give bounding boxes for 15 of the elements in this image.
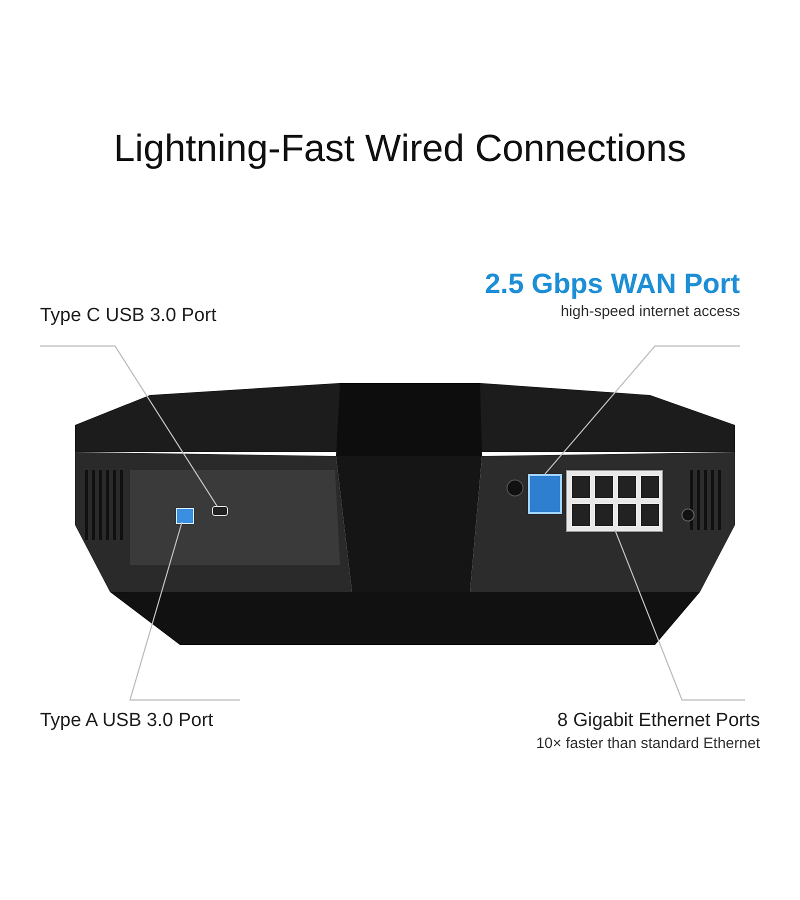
leader-line xyxy=(614,530,745,701)
usb-port xyxy=(176,508,194,524)
ethernet-port-panel xyxy=(566,470,663,532)
leader-line xyxy=(129,522,240,701)
callout-title: Type A USB 3.0 Port xyxy=(40,710,214,732)
title: Lightning-Fast Wired Connections xyxy=(112,128,688,171)
leader-line xyxy=(40,345,218,506)
callout-description: high-speed internet access xyxy=(560,303,740,320)
callout-title: 8 Gigabit Ethernet Ports xyxy=(556,710,760,732)
ethernet-port xyxy=(528,474,562,514)
leader-line xyxy=(544,345,740,474)
callout-title: 2.5 Gbps WAN Port xyxy=(484,268,740,300)
callout-title: Type C USB 3.0 Port xyxy=(40,305,218,327)
callout-description: 10× faster than standard Ethernet xyxy=(535,735,760,752)
usb-port xyxy=(212,506,228,516)
